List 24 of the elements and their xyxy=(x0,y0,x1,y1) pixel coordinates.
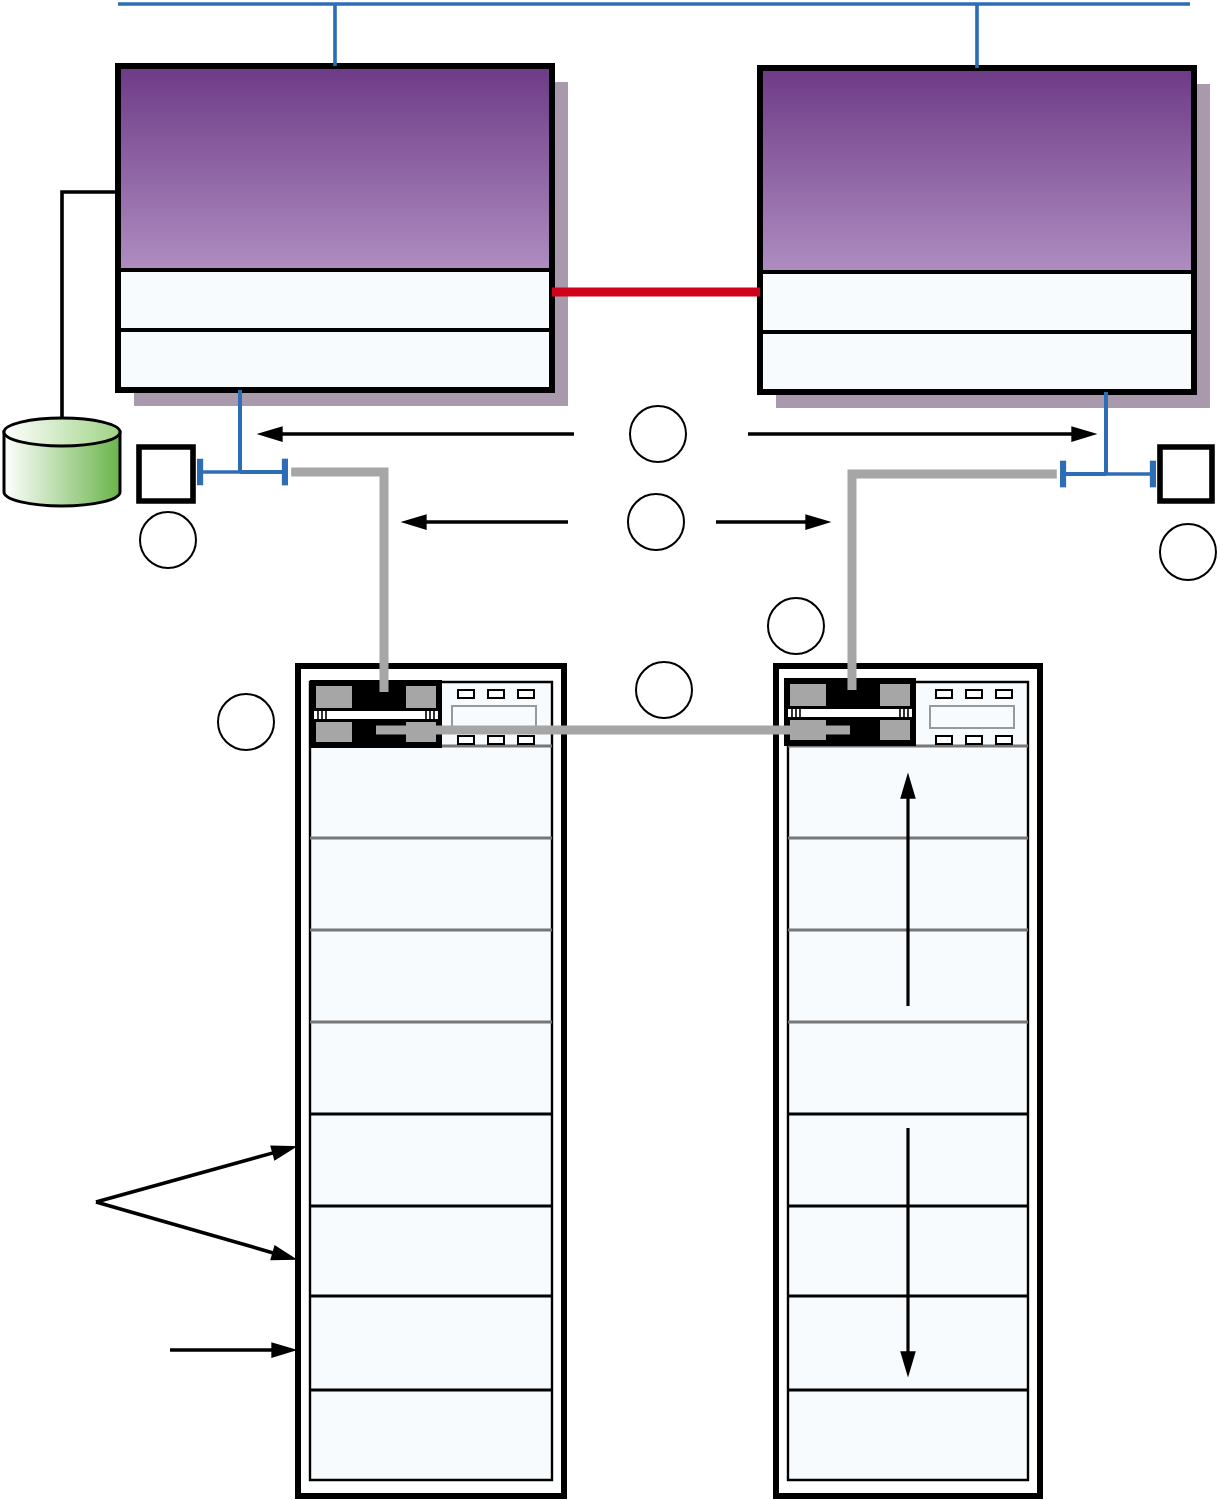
callout-circle xyxy=(767,597,825,655)
connector-line xyxy=(197,458,240,486)
link-line xyxy=(552,287,760,297)
callout-circle xyxy=(627,493,685,551)
connector-line xyxy=(238,390,242,472)
connector-line xyxy=(60,190,118,418)
database-cylinder xyxy=(2,416,122,508)
bus-line xyxy=(116,2,1192,70)
connector-line xyxy=(1104,392,1108,474)
square-box xyxy=(136,444,196,504)
server-box xyxy=(115,63,568,406)
cable xyxy=(376,725,850,735)
square-box xyxy=(1157,444,1215,504)
callout-circle xyxy=(1159,523,1217,581)
callout-circle xyxy=(635,661,693,719)
cable xyxy=(847,460,1106,690)
server-box xyxy=(757,65,1210,408)
network-switch xyxy=(784,678,916,746)
callout-circle xyxy=(139,511,197,569)
callout-circle xyxy=(629,405,687,463)
network-switch xyxy=(310,680,442,748)
connector-line xyxy=(1106,460,1156,488)
cable xyxy=(240,458,389,692)
callout-circle xyxy=(217,693,275,751)
